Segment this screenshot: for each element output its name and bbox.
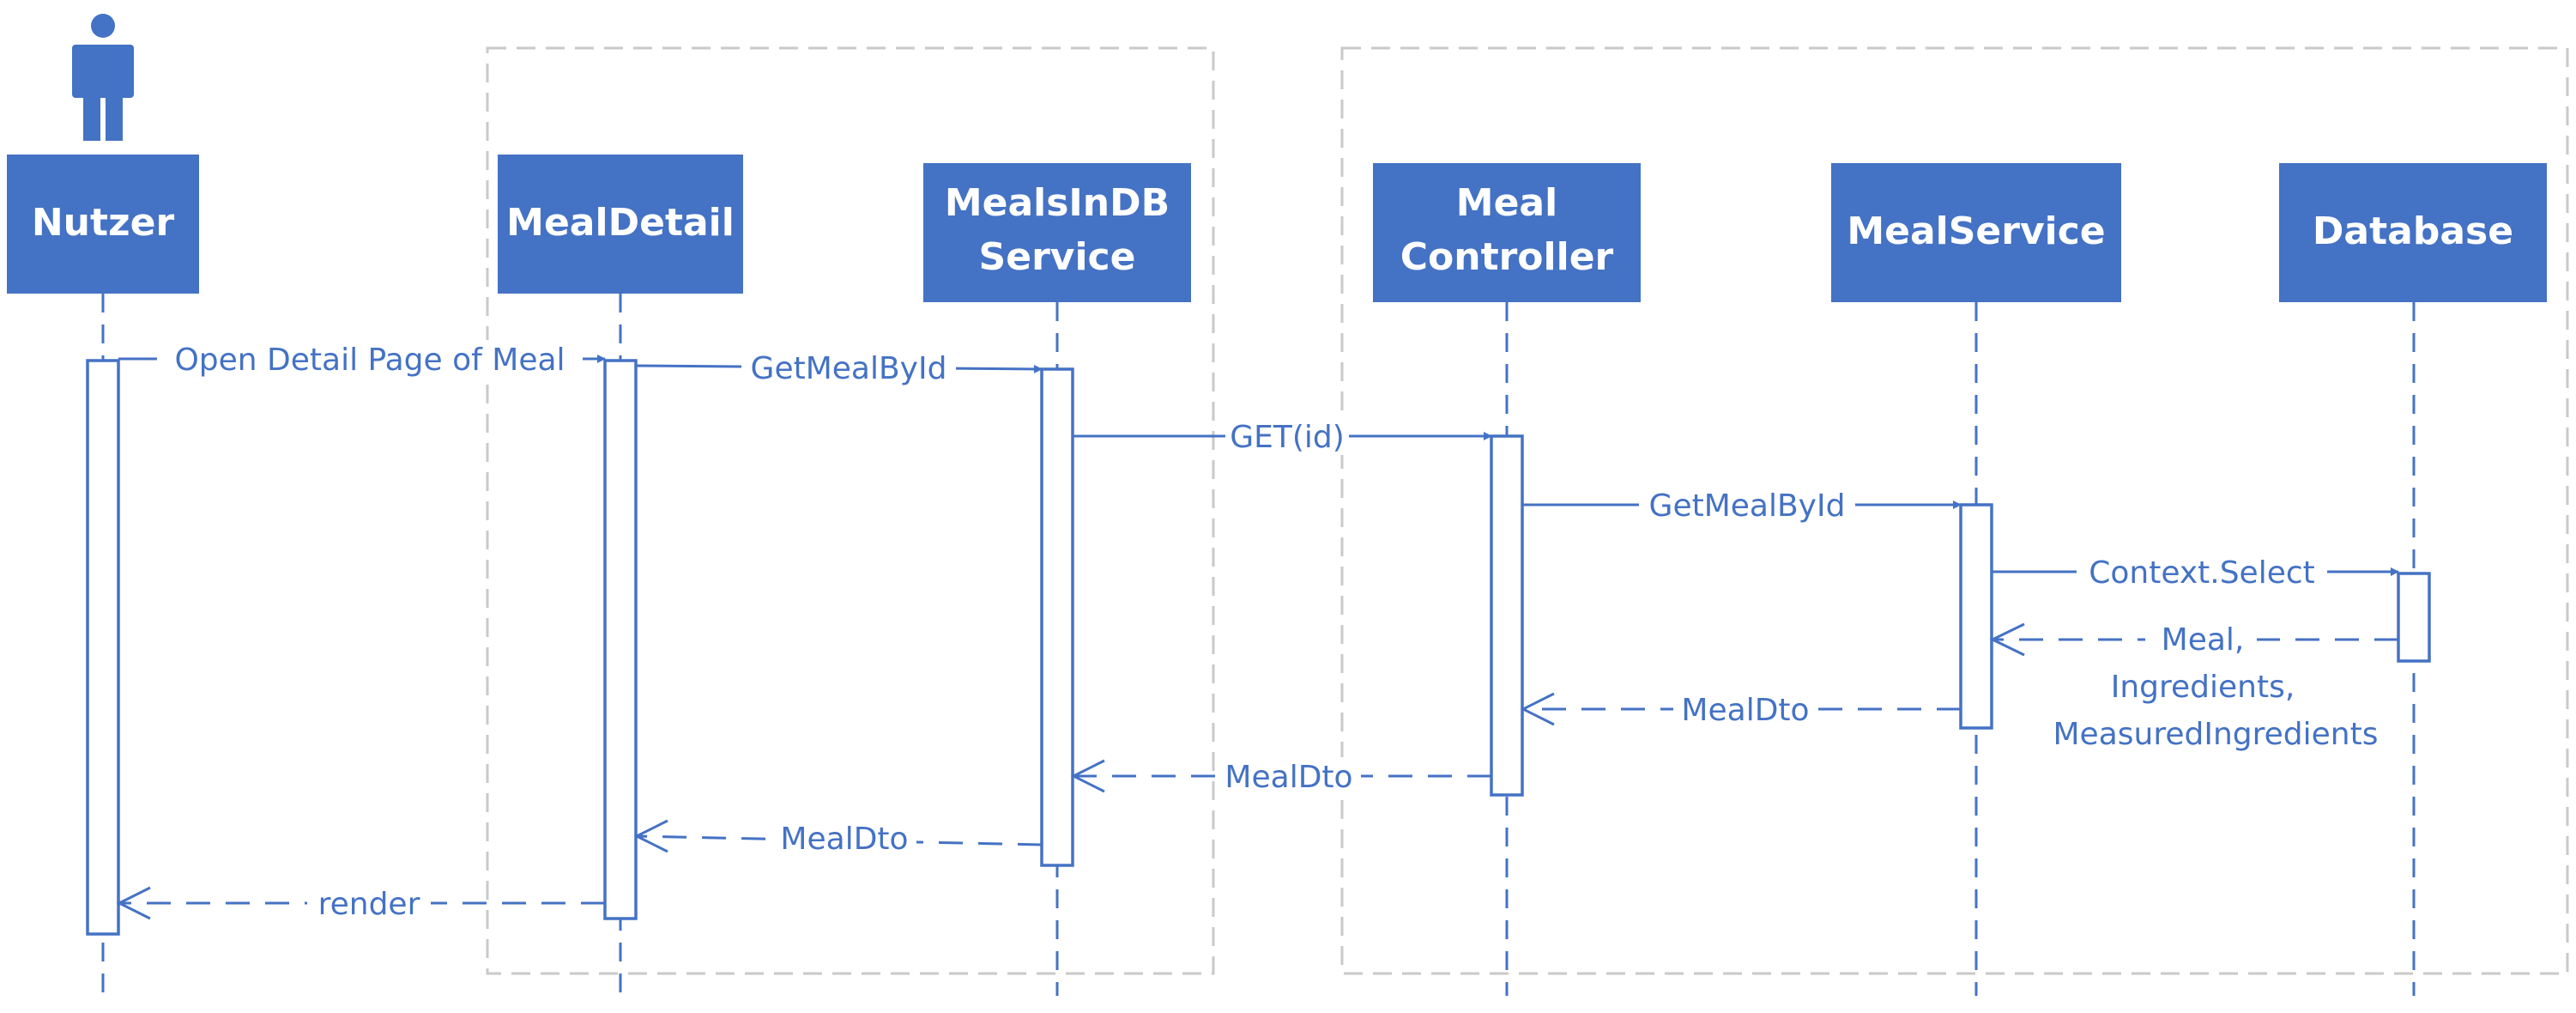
label-background (307, 884, 431, 922)
participant-label: Nutzer (32, 201, 175, 245)
participant-box (1373, 163, 1641, 302)
participant-database: Database (2279, 163, 2547, 302)
label-background (2145, 620, 2257, 659)
label-background (2077, 553, 2327, 591)
message-label: MealDto (780, 822, 908, 857)
open-arrowhead (1520, 692, 1555, 726)
message-open-detail-page: Open Detail Page of Meal (118, 340, 606, 378)
message-label: GET(id) (1230, 420, 1345, 455)
label-background (157, 340, 583, 378)
label-background (1673, 690, 1817, 728)
open-arrowhead (1989, 622, 2025, 657)
participant-label: MealDetail (506, 201, 735, 245)
participant-label-line-2: Controller (1400, 235, 1614, 279)
backend-group-frame (1340, 46, 2569, 975)
message-label: MealDto (1681, 693, 1809, 728)
activation-bar-mealsindbservice (1040, 367, 1074, 867)
participant-label-line-1: Meal (1456, 181, 1557, 225)
message-label-line-1: Meal, (2162, 622, 2245, 658)
participant-box (498, 155, 743, 294)
activation-bar-mealdetail (603, 359, 638, 920)
activation-bar-database (2397, 572, 2431, 663)
frontend-group-frame (486, 46, 1215, 975)
participant-mealsindbservice: MealsInDB Service (923, 163, 1191, 302)
message-label: render (318, 887, 420, 922)
person-icon (72, 14, 134, 141)
participant-label: Database (2313, 209, 2513, 253)
return-meal-ingredients: Meal, Ingredients, MeasuredIngredients (1989, 620, 2398, 752)
label-background (1639, 486, 1855, 524)
message-get-id: GET(id) (1073, 417, 1492, 455)
open-arrowhead (1070, 759, 1105, 793)
participant-mealservice: MealService (1831, 163, 2121, 302)
label-background (1225, 417, 1349, 455)
open-arrowhead (633, 819, 668, 853)
participant-label-line-1: MealsInDB (945, 181, 1170, 225)
participant-box (7, 155, 199, 294)
participant-label-line-2: Service (979, 235, 1136, 279)
message-context-select: Context.Select (1992, 553, 2399, 591)
message-label: MealDto (1225, 760, 1352, 795)
activation-bar-mealcontroller (1490, 434, 1524, 797)
return-mealdto-controller: MealDto (1070, 757, 1491, 795)
participant-mealcontroller: Meal Controller (1373, 163, 1641, 302)
label-background (772, 819, 916, 857)
message-label: Context.Select (2089, 555, 2315, 591)
label-background (741, 349, 956, 386)
message-label: Open Detail Page of Meal (174, 343, 565, 378)
participant-box (1831, 163, 2121, 302)
message-label-line-3: MeasuredIngredients (2053, 717, 2379, 752)
return-mealdto-frontend: MealDto (633, 819, 1043, 857)
message-getmealbyid-backend: GetMealById (1522, 486, 1962, 524)
participant-mealdetail: MealDetail (498, 155, 743, 294)
participant-label: MealService (1847, 209, 2105, 253)
message-label: GetMealById (1649, 488, 1846, 524)
message-getmealbyid-frontend: GetMealById (635, 349, 1043, 386)
activation-bar-nutzer (86, 359, 120, 936)
return-render: render (116, 884, 605, 922)
return-mealdto-mealservice: MealDto (1520, 690, 1961, 728)
participant-nutzer: Nutzer (7, 155, 199, 294)
message-label: GetMealById (751, 351, 947, 386)
activation-bar-mealservice (1959, 503, 1993, 730)
open-arrowhead (116, 886, 151, 920)
participant-box (923, 163, 1191, 302)
label-background (1217, 757, 1361, 795)
message-label-line-2: Ingredients, (2111, 670, 2295, 705)
participant-box (2279, 163, 2547, 302)
